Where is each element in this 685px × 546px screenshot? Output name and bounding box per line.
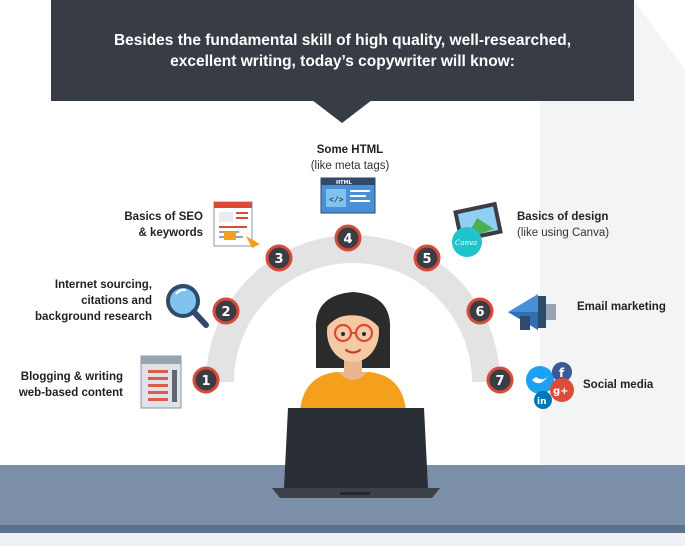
seo-webpage-icon bbox=[213, 201, 260, 248]
skill-5-title: Basics of design bbox=[517, 211, 609, 223]
gplus-icon-text: g+ bbox=[553, 386, 569, 397]
number-marker-7: 7 bbox=[486, 366, 514, 394]
number-marker-5: 5 bbox=[413, 244, 441, 272]
megaphone-icon bbox=[508, 294, 556, 330]
number-circle bbox=[486, 366, 514, 394]
skill-2-line-1: Internet sourcing, bbox=[54, 279, 152, 291]
number-text: 7 bbox=[495, 374, 504, 389]
canva-icon-text: Canva bbox=[455, 239, 477, 247]
number-text: 5 bbox=[422, 252, 431, 267]
number-marker-2: 2 bbox=[212, 297, 240, 325]
number-circle bbox=[466, 297, 494, 325]
canva-design-icon: Canva bbox=[452, 201, 503, 257]
copywriter-figure bbox=[300, 292, 406, 410]
skill-3-line-1: Basics of SEO bbox=[124, 211, 203, 223]
background-shadow bbox=[540, 0, 685, 465]
skill-2-line-3: background research bbox=[35, 311, 152, 323]
laptop-screen bbox=[284, 408, 428, 488]
skill-label-6: Email marketing bbox=[577, 299, 682, 315]
number-circle bbox=[334, 224, 362, 252]
banner-pointer bbox=[312, 100, 372, 123]
skill-5-subtitle: (like using Canva) bbox=[517, 227, 610, 239]
skill-label-2: Internet sourcing, citations and backgro… bbox=[0, 277, 152, 325]
skill-1-line-1: Blogging & writing bbox=[20, 371, 123, 383]
number-text: 6 bbox=[475, 305, 484, 320]
banner-box bbox=[51, 0, 634, 101]
number-marker-4: 4 bbox=[334, 224, 362, 252]
skill-label-1: Blogging & writing web-based content bbox=[0, 369, 123, 401]
skill-1-line-2: web-based content bbox=[18, 387, 123, 399]
linkedin-icon-text: in bbox=[537, 397, 547, 407]
number-marker-6: 6 bbox=[466, 297, 494, 325]
number-markers: 1 2 3 4 5 6 7 bbox=[192, 224, 514, 394]
skill-6-title: Email marketing bbox=[577, 301, 666, 313]
skill-label-5: Basics of design (like using Canva) bbox=[517, 209, 657, 241]
number-marker-3: 3 bbox=[265, 244, 293, 272]
sweater bbox=[300, 372, 406, 410]
social-bubbles-icon: f g+ in bbox=[526, 362, 574, 409]
laptop bbox=[272, 408, 440, 498]
number-circle bbox=[265, 244, 293, 272]
number-circle bbox=[192, 366, 220, 394]
skill-4-title: Some HTML bbox=[316, 144, 384, 156]
number-circle bbox=[212, 297, 240, 325]
banner-line-1: Besides the fundamental skill of high qu… bbox=[113, 32, 572, 49]
skill-7-title: Social media bbox=[583, 379, 654, 391]
html-code-text: </> bbox=[329, 195, 344, 204]
hair-fringe bbox=[326, 298, 382, 330]
skill-label-7: Social media bbox=[583, 377, 683, 393]
skill-4-subtitle: (like meta tags) bbox=[310, 160, 390, 172]
blog-document-icon bbox=[140, 355, 182, 409]
skills-arch bbox=[206, 235, 500, 382]
skill-label-3: Basics of SEO & keywords bbox=[60, 209, 203, 241]
number-text: 3 bbox=[274, 252, 283, 267]
skill-2-line-2: citations and bbox=[81, 295, 152, 307]
number-circle bbox=[413, 244, 441, 272]
html-window-icon: HTML </> bbox=[320, 177, 376, 214]
desk-shadow bbox=[0, 533, 685, 546]
banner-line-2: excellent writing, today’s copywriter wi… bbox=[170, 53, 515, 70]
magnifier-icon bbox=[166, 284, 209, 328]
desk-edge bbox=[0, 525, 685, 533]
skill-label-4: Some HTML (like meta tags) bbox=[290, 142, 410, 174]
html-icon-text: HTML bbox=[336, 180, 353, 186]
banner-heading: Besides the fundamental skill of high qu… bbox=[51, 30, 634, 72]
facebook-icon-text: f bbox=[559, 366, 565, 380]
number-text: 2 bbox=[221, 305, 230, 320]
number-text: 4 bbox=[343, 232, 352, 247]
number-marker-1: 1 bbox=[192, 366, 220, 394]
number-text: 1 bbox=[201, 374, 210, 389]
skill-3-line-2: & keywords bbox=[138, 227, 203, 239]
